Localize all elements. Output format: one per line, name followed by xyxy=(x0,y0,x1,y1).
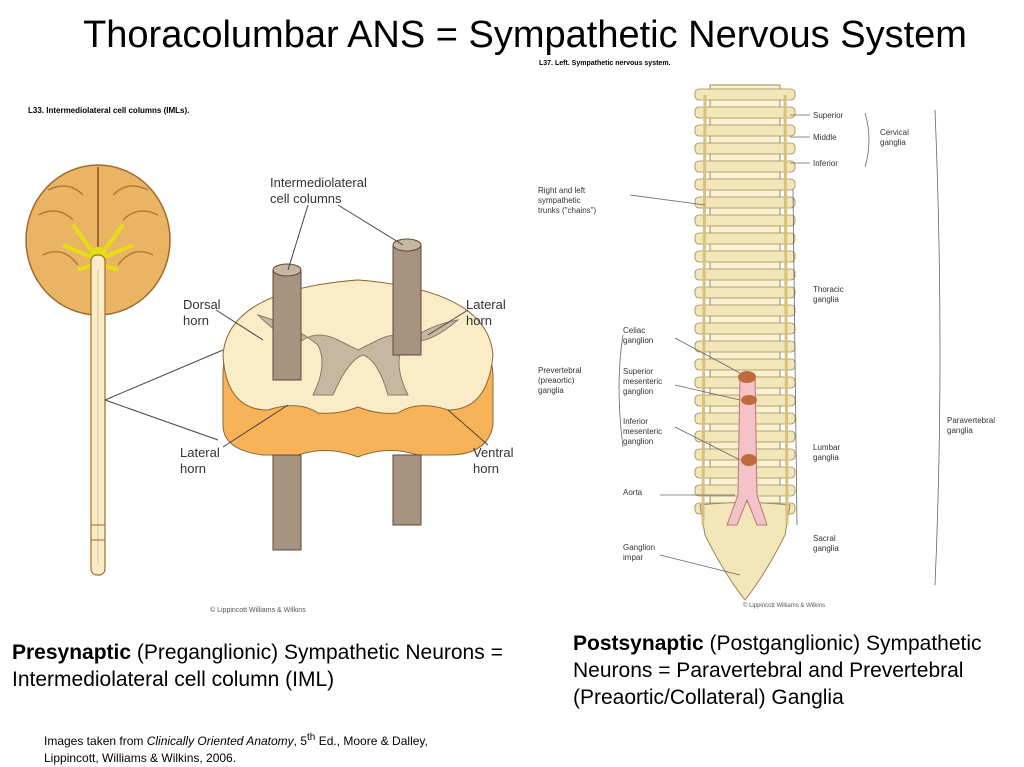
label-middle: Middle xyxy=(813,133,837,142)
label-lateral-bottom-2: horn xyxy=(180,461,206,476)
vertebra xyxy=(694,358,796,371)
label-infmes-1: Inferior xyxy=(623,417,648,426)
label-thoracic-1: Thoracic xyxy=(813,285,844,294)
caption-postsynaptic: Postsynaptic (Postganglionic) Sympatheti… xyxy=(573,630,1018,711)
vertebra xyxy=(694,196,796,209)
caption-postsynaptic-bold: Postsynaptic xyxy=(573,632,704,655)
caption-postsynaptic-text: (Postganglionic) Sympathetic Neurons = P… xyxy=(573,632,982,709)
vertebra xyxy=(694,250,796,263)
label-dorsal-1: Dorsal xyxy=(183,297,221,312)
image-credit: Images taken from Clinically Oriented An… xyxy=(44,729,474,767)
label-celiac-1: Celiac xyxy=(623,326,645,335)
vertebral-column xyxy=(694,84,796,526)
caption-presynaptic-text: (Preganglionic) Sympathetic Neurons = In… xyxy=(12,641,503,691)
label-chains-2: sympathetic xyxy=(538,196,581,205)
credit-edition-sup: th xyxy=(307,732,316,743)
cord-cross-section xyxy=(222,279,494,458)
caption-presynaptic-bold: Presynaptic xyxy=(12,641,132,664)
vertebra xyxy=(694,178,796,191)
label-ventral-2: horn xyxy=(473,461,499,476)
label-inferior: Inferior xyxy=(813,159,838,168)
intermediolateral-columns xyxy=(272,238,422,551)
slide-title: Thoracolumbar ANS = Sympathetic Nervous … xyxy=(83,14,967,56)
label-chains-1: Right and left xyxy=(538,186,586,195)
prevertebral-ganglia xyxy=(738,371,757,466)
label-supmes-3: ganglion xyxy=(623,387,653,396)
credit-suffix: Ed., Moore & Dalley, Lippincott, William… xyxy=(44,734,428,765)
label-cervical-2: ganglia xyxy=(880,138,906,147)
label-lateral-bottom-1: Lateral xyxy=(180,445,220,460)
sacrum xyxy=(699,502,791,601)
spinal-cord-illustration xyxy=(90,254,106,576)
label-lateral-top-2: horn xyxy=(466,313,492,328)
credit-book: Clinically Oriented Anatomy xyxy=(146,734,294,748)
label-supmes-1: Superior xyxy=(623,367,654,376)
vertebra xyxy=(694,322,796,335)
label-thoracic-2: ganglia xyxy=(813,295,839,304)
credit-edition: , 5 xyxy=(293,734,308,748)
vertebra xyxy=(694,124,796,137)
label-paravert-2: ganglia xyxy=(947,426,973,435)
vertebra xyxy=(694,160,796,173)
label-cervical-1: Cervical xyxy=(880,128,909,137)
label-chains-3: trunks ("chains") xyxy=(538,206,596,215)
label-impar-2: impar xyxy=(623,553,643,562)
vertebra xyxy=(694,340,796,353)
iml-diagram: L33. Intermediolateral cell columns (IML… xyxy=(18,95,528,620)
label-ventral-1: Ventral xyxy=(473,445,514,460)
label-supmes-2: mesenteric xyxy=(623,377,662,386)
vertebra xyxy=(694,268,796,281)
left-copyright: © Lippincott Williams & Wilkins xyxy=(210,606,306,614)
vertebra xyxy=(694,214,796,227)
vertebra xyxy=(694,286,796,299)
label-lumbar-2: ganglia xyxy=(813,453,839,462)
right-plate-title: L37. Left. Sympathetic nervous system. xyxy=(539,60,671,67)
sympathetic-system-diagram: L37. Left. Sympathetic nervous system. S… xyxy=(535,55,1024,615)
vertebra xyxy=(694,304,796,317)
vertebra xyxy=(694,232,796,245)
label-prevert-2: (preaortic) xyxy=(538,376,575,385)
label-iml-2: cell columns xyxy=(270,191,342,206)
label-infmes-3: ganglion xyxy=(623,437,653,446)
label-paravert-1: Paravertebral xyxy=(947,416,995,425)
left-plate-title: L33. Intermediolateral cell columns (IML… xyxy=(28,106,189,115)
label-impar-1: Ganglion xyxy=(623,543,655,552)
vertebra xyxy=(694,142,796,155)
vertebra xyxy=(694,88,796,101)
label-superior: Superior xyxy=(813,111,844,120)
credit-prefix: Images taken from xyxy=(44,734,147,748)
aorta xyxy=(726,374,768,526)
label-dorsal-2: horn xyxy=(183,313,209,328)
label-iml-1: Intermediolateral xyxy=(270,175,367,190)
label-lumbar-1: Lumbar xyxy=(813,443,840,452)
label-aorta: Aorta xyxy=(623,488,643,497)
label-prevert-1: Prevertebral xyxy=(538,366,582,375)
label-celiac-2: ganglion xyxy=(623,336,653,345)
vertebra xyxy=(694,106,796,119)
right-copyright: © Lippincott Williams & Wilkins xyxy=(743,602,825,609)
sympathetic-chains xyxy=(701,94,789,526)
label-sacral-2: ganglia xyxy=(813,544,839,553)
label-prevert-3: ganglia xyxy=(538,386,564,395)
label-sacral-1: Sacral xyxy=(813,534,836,543)
caption-presynaptic: Presynaptic (Preganglionic) Sympathetic … xyxy=(12,639,552,693)
label-infmes-2: mesenteric xyxy=(623,427,662,436)
label-lateral-top-1: Lateral xyxy=(466,297,506,312)
